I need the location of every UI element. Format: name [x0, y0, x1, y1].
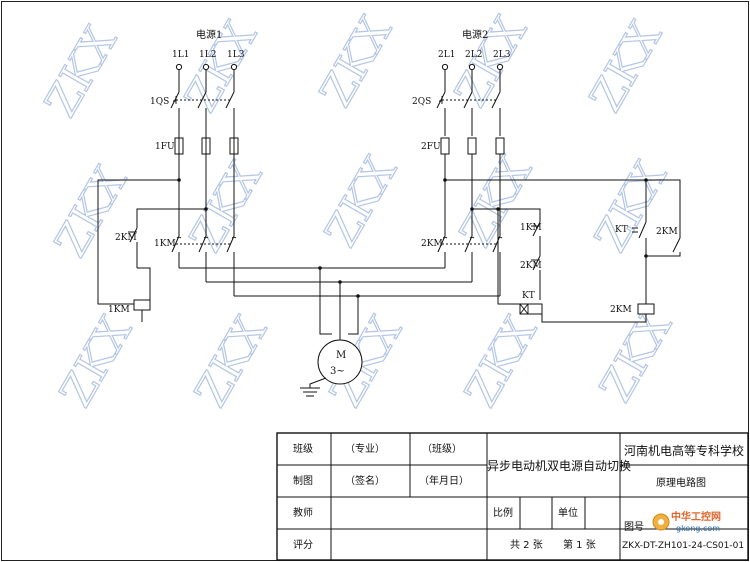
interlock-contact-label: 2KM [115, 233, 137, 243]
terminal-icon [202, 63, 210, 71]
watermark-text: ZKX [445, 7, 537, 115]
contact-icon [171, 235, 235, 253]
terminal-icon [468, 63, 476, 71]
source-1-phase-l1: 1L1 [172, 50, 189, 60]
control-circuit-1: 2KM 1KM [97, 179, 206, 322]
gear-hole [658, 519, 664, 525]
timer-coil-icon [519, 303, 543, 315]
watermark-text: ZKX [35, 17, 127, 125]
timer-contact-label: KT [615, 225, 628, 235]
watermark-text: ZKX [315, 147, 407, 255]
motor: M 3~ [300, 339, 363, 397]
nc-contact-icon [531, 221, 541, 256]
ground-icon [300, 387, 320, 397]
contact-icon [437, 235, 501, 253]
source-2-phase-l2: 2L2 [465, 50, 482, 60]
nc-contact-icon [531, 255, 541, 300]
control-circuit-2: 1KM 2KM KT KT 2KM 2KM [445, 178, 681, 323]
watermark-text: ZKX [50, 307, 142, 415]
watermark-text: ZKX [450, 147, 542, 255]
source-1-title: 电源1 [196, 28, 222, 41]
source-2-circuit: 电源2 2L1 2L2 2L3 2QS 2FU 2KM [412, 28, 511, 296]
title-block: 班级 （专业） （班级） 制图 （签名） （年月日） 教师 评分 异步电动机双电… [276, 432, 749, 561]
source-1-phase-l3: 1L3 [227, 50, 245, 60]
contact-2km-label: 2KM [520, 261, 542, 271]
coil-icon [133, 299, 151, 311]
terminal-icon [496, 63, 504, 71]
motor-letter: M [336, 350, 346, 361]
brand-logo: 中华工控网 gkong.com [652, 510, 721, 533]
coil-icon [637, 303, 655, 315]
source-1-switch-label: 1QS [150, 97, 169, 107]
fuse-icon [467, 137, 477, 155]
motor-icon [317, 339, 363, 385]
source-1-circuit: 电源1 1L1 1L2 1L3 1QS 1FU 1KM [150, 28, 245, 296]
contact-1km-label: 1KM [520, 223, 542, 233]
motor-bus [179, 266, 500, 340]
source-2-title: 电源2 [462, 28, 488, 41]
tb-sheet-no: 第 1 张 [563, 538, 596, 551]
source-1-phase-l2: 1L2 [199, 50, 216, 60]
watermark-text: ZKX [585, 152, 677, 260]
motor-phase: 3~ [330, 366, 345, 377]
tb-teacher-label: 教师 [293, 506, 313, 519]
source-1-contactor-label: 1KM [154, 239, 176, 249]
coil-2km-label: 2KM [610, 305, 632, 315]
tb-sheets-total: 共 2 张 [510, 539, 543, 551]
timer-contact-icon [632, 221, 647, 256]
terminal-icon [230, 63, 238, 71]
coil-1km-label: 1KM [108, 305, 130, 315]
no-contact-icon [646, 237, 681, 257]
terminal-icon [175, 63, 183, 71]
drawing-title: 异步电动机双电源自动切换 [487, 459, 631, 473]
source-2-phase-l3: 2L3 [493, 50, 511, 60]
watermark-text: ZKX [310, 7, 402, 115]
watermark-text: ZKX [590, 302, 682, 410]
tb-unit-label: 单位 [558, 506, 578, 519]
source-2-switch-label: 2QS [412, 97, 431, 107]
watermark-text: ZKX [580, 12, 672, 120]
nc-contact-icon [128, 227, 138, 268]
source-2-fuse-label: 2FU [421, 142, 441, 152]
terminal-icon [441, 63, 449, 71]
diagram-type: 原理电路图 [656, 476, 706, 489]
tb-drafter-label: 制图 [293, 474, 313, 487]
tb-drawing-no-label: 图号 [624, 521, 644, 533]
source-2-contactor-label: 2KM [421, 239, 443, 249]
tb-class-value: （班级） [422, 443, 462, 455]
drawing-number: ZKX-DT-ZH101-24-CS01-01 [622, 541, 744, 551]
brand-url: gkong.com [676, 524, 720, 533]
source-1-fuse-label: 1FU [155, 142, 175, 152]
holding-contact-label: 2KM [656, 227, 678, 237]
tb-signature-value: （签名） [345, 474, 385, 487]
fuse-icon [440, 137, 450, 155]
tb-class-label: 班级 [293, 443, 313, 455]
watermark-text: ZKX [455, 307, 547, 415]
source-2-phase-l1: 2L1 [438, 50, 455, 60]
tb-scale-label: 比例 [493, 506, 513, 519]
timer-coil-label: KT [522, 291, 535, 301]
fuse-icon [495, 137, 505, 155]
watermark-text: ZKX [175, 12, 267, 120]
tb-major-value: （专业） [345, 442, 385, 455]
watermark-text: ZKX [185, 307, 277, 415]
watermark-text: ZKX [45, 157, 137, 265]
tb-date-value: （年月日） [419, 474, 469, 487]
watermark-text: ZKX [180, 152, 272, 260]
school-name: 河南机电高等专科学校 [624, 443, 744, 458]
brand-name: 中华工控网 [671, 510, 721, 523]
tb-score-label: 评分 [293, 539, 313, 551]
